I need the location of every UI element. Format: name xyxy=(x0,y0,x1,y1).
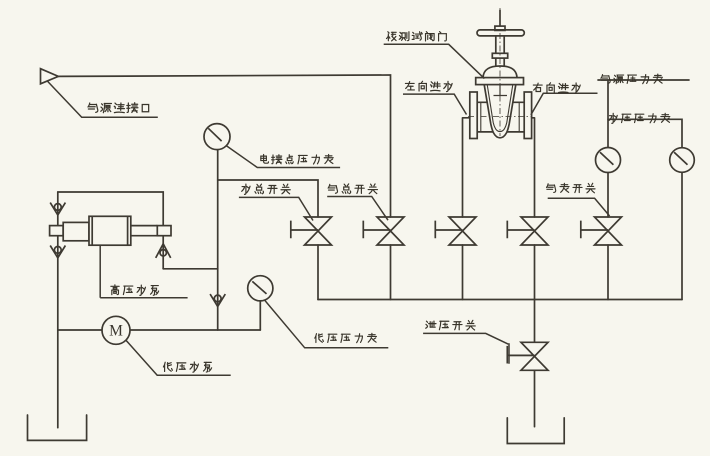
svg-text:M: M xyxy=(109,323,123,340)
